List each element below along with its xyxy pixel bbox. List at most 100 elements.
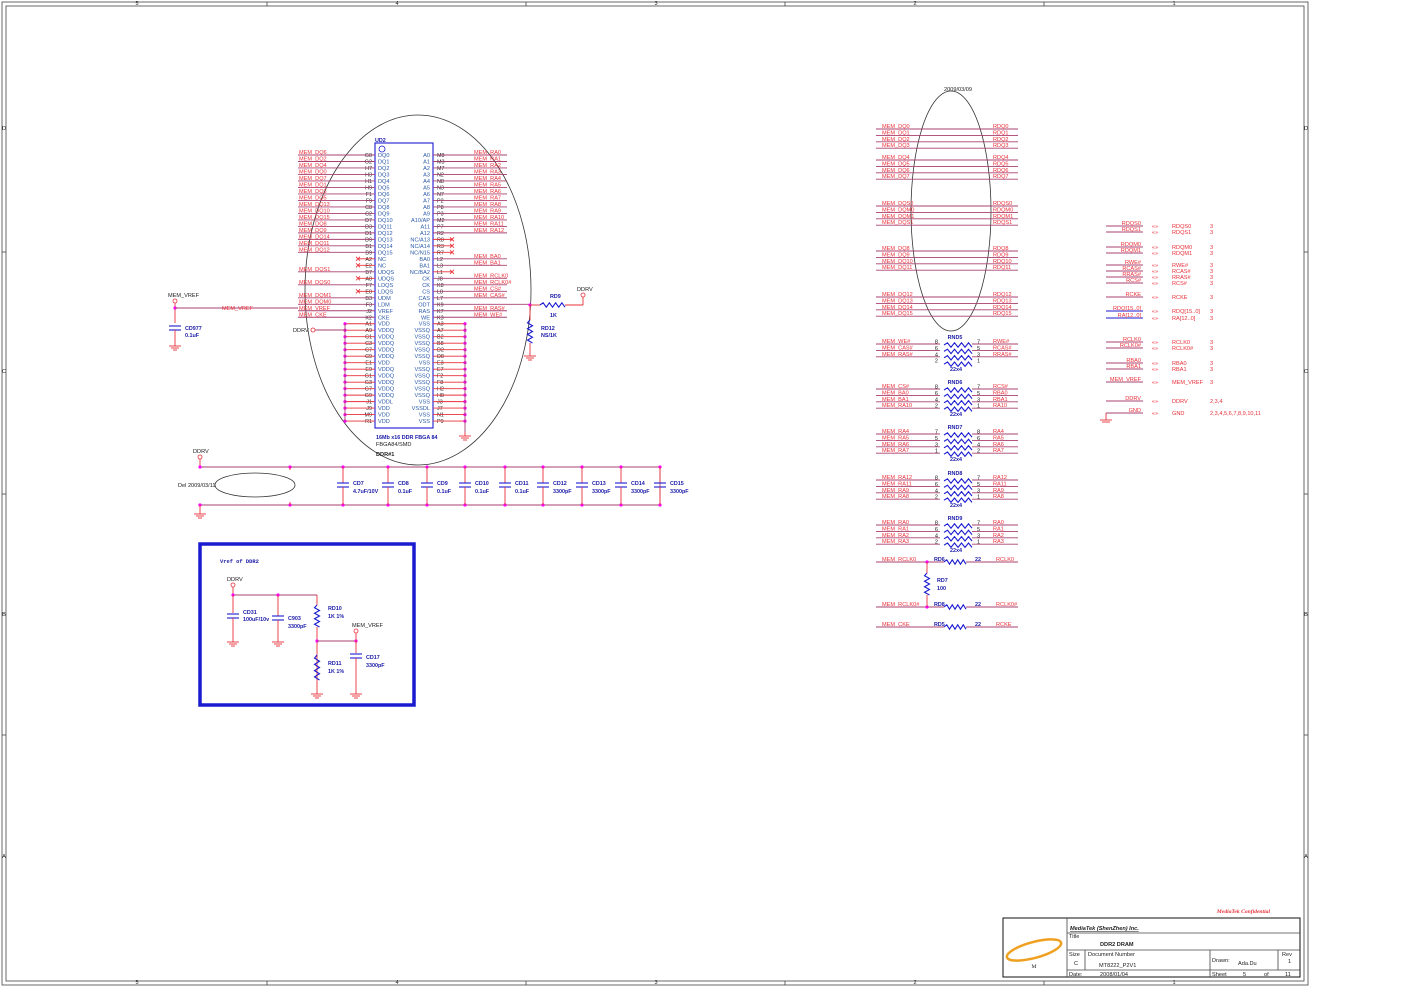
vref-box-title: Vref of DDR2 bbox=[220, 559, 259, 565]
pin-ball: P8 bbox=[437, 205, 444, 211]
net-label: MEM_DQ6 bbox=[882, 168, 910, 174]
net-label: MEM_RA3 bbox=[474, 170, 501, 176]
net-label: RA6 bbox=[993, 442, 1004, 448]
net-label: RA4 bbox=[993, 429, 1004, 435]
pin-number: 6 bbox=[935, 346, 938, 352]
port-sheet-refs: 2,3,4 bbox=[1210, 399, 1222, 405]
row-marker: D bbox=[2, 126, 6, 132]
pin-ball: P7 bbox=[437, 224, 444, 230]
pin-name: LDM bbox=[378, 302, 390, 308]
rnet-resistor bbox=[943, 444, 973, 451]
pin-ball: J2 bbox=[366, 309, 372, 315]
pin-number: 4 bbox=[935, 533, 938, 539]
net-label: RDQS0 bbox=[993, 201, 1012, 207]
port-sheet-refs: 3 bbox=[1210, 251, 1213, 257]
pin-name: A4 bbox=[423, 179, 430, 185]
pin-number: 7 bbox=[977, 340, 980, 346]
pin-ball: A9 bbox=[365, 328, 372, 334]
resistor-ref: RD8 bbox=[934, 602, 945, 608]
net-label: MEM_RA3 bbox=[882, 539, 909, 545]
net-label: MEM_DQ11 bbox=[299, 241, 329, 247]
net-label: MEM_RA8 bbox=[882, 494, 909, 500]
pin-ball: H7 bbox=[365, 166, 372, 172]
port-sheet-refs: 3 bbox=[1210, 224, 1213, 230]
drawn-by: Ada.Du bbox=[1238, 961, 1257, 967]
pin-number: 8 bbox=[977, 430, 980, 436]
net-label: MEM_DQ15 bbox=[299, 215, 330, 221]
pin-name: A12 bbox=[420, 231, 430, 237]
pin-name: VSSQ bbox=[414, 367, 430, 373]
net-label: MEM_DQ0 bbox=[299, 170, 327, 176]
rnet-resistor bbox=[943, 529, 973, 536]
pin-name: DQ11 bbox=[378, 224, 392, 230]
net-label: MEM_DQ10 bbox=[299, 209, 330, 215]
offpage-connector-icon: «» bbox=[1152, 346, 1158, 352]
pin-ball: R1 bbox=[365, 419, 372, 425]
pin-number: 7 bbox=[977, 521, 980, 527]
net-label: RCAS# bbox=[993, 345, 1013, 351]
pin-name: VSS bbox=[419, 419, 430, 425]
cap-ref: CD9 bbox=[437, 481, 448, 487]
net-label: MEM_RCLK0# bbox=[882, 602, 920, 608]
net-label: MEM_DQ3 bbox=[299, 189, 327, 195]
port-label: RCS# bbox=[1172, 281, 1188, 287]
pin-name: VDDQ bbox=[378, 367, 395, 373]
rnet-value: 22x4 bbox=[950, 548, 962, 554]
pin-ball: C9 bbox=[365, 354, 372, 360]
pin-name: NC bbox=[378, 263, 386, 269]
pin-ball: D9 bbox=[365, 237, 372, 243]
pin-name: CS bbox=[422, 289, 430, 295]
rnet-resistor bbox=[943, 431, 973, 439]
resistor-ref: RD7 bbox=[937, 578, 948, 584]
port-label: RDQM1 bbox=[1172, 251, 1192, 257]
document-number: MT8222_P2V1 bbox=[1099, 963, 1136, 969]
net-label: RDQ0 bbox=[993, 124, 1009, 130]
port-sheet-refs: 3 bbox=[1210, 340, 1213, 346]
pin-number: 1 bbox=[977, 359, 980, 365]
pin-name: DQ13 bbox=[378, 237, 393, 243]
pin-ball: N8 bbox=[437, 179, 444, 185]
net-label: MEM_DQ12 bbox=[882, 292, 913, 298]
net-label: RBA1 bbox=[993, 397, 1008, 403]
cap-value: 0.1uF bbox=[515, 489, 530, 495]
power-port-icon bbox=[172, 298, 178, 304]
doc-number-label: Document Number bbox=[1088, 952, 1135, 958]
offpage-connector-icon: «» bbox=[1152, 309, 1158, 315]
net-label: MEM_CAS# bbox=[474, 293, 506, 299]
offpage-connector-icon: «» bbox=[1152, 340, 1158, 346]
net-label: MEM_RA12 bbox=[474, 228, 504, 234]
series-resistor bbox=[943, 603, 967, 611]
net-label: RCLK0 bbox=[1123, 337, 1141, 343]
port-sheet-refs: 3 bbox=[1210, 275, 1213, 281]
net-label: MEM_DQ7 bbox=[299, 176, 327, 182]
port-sheet-refs: 3 bbox=[1210, 230, 1213, 236]
resistor-value: 1K bbox=[550, 313, 557, 319]
net-label: MEM_DQ8 bbox=[882, 246, 910, 252]
pin-name: DQ0 bbox=[378, 153, 390, 159]
net-label: MEM_CAS# bbox=[882, 345, 914, 351]
net-label: MEM_DQ3 bbox=[882, 143, 910, 149]
rnet-resistor bbox=[943, 354, 973, 361]
pin-ball: D8 bbox=[437, 354, 444, 360]
title-block bbox=[1002, 917, 1301, 978]
pin-number: 2 bbox=[935, 404, 938, 410]
pin-name: A5 bbox=[423, 185, 430, 191]
pin-name: DQ7 bbox=[378, 198, 390, 204]
pin-number: 8 bbox=[935, 521, 938, 527]
pin-name: VSSQ bbox=[414, 380, 430, 386]
pin-number: 5 bbox=[977, 527, 980, 533]
pin-name: LDQS bbox=[378, 289, 394, 295]
pin-name: VSS bbox=[419, 322, 430, 328]
pin-ball: C2 bbox=[365, 211, 372, 217]
pin-ball: E9 bbox=[365, 367, 372, 373]
pin-ball: C3 bbox=[365, 341, 372, 347]
port-label: DDRV bbox=[1172, 399, 1188, 405]
port-label: RWE# bbox=[1172, 263, 1189, 269]
pin-name: VDDQ bbox=[378, 335, 395, 341]
port-sheet-refs: 3 bbox=[1210, 263, 1213, 269]
port-label: RA[12..0] bbox=[1172, 316, 1196, 322]
pin-ball: J7 bbox=[437, 406, 443, 412]
pin-name: A1 bbox=[423, 159, 430, 165]
net-label: RDQ5 bbox=[993, 161, 1009, 167]
net-label: RA0 bbox=[993, 520, 1004, 526]
